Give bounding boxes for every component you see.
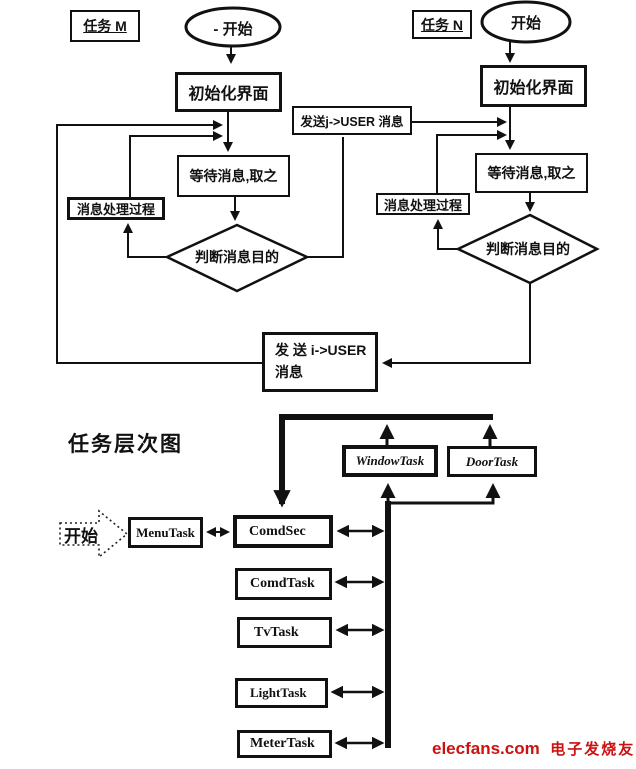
metertask-box: MeterTask — [237, 730, 332, 758]
task-n-label-text: 任务 N — [421, 16, 463, 33]
task-m-start-text: - 开始 — [213, 20, 253, 38]
task-m-wait-box: 等待消息,取之 — [177, 155, 290, 197]
send-i-user-box: 发 送 i->USER 消息 — [262, 332, 378, 392]
send-i-line1: 发 送 i->USER — [275, 342, 367, 359]
hierarchy-title: 任务层次图 — [68, 433, 183, 456]
task-m-label: 任务 M — [70, 10, 140, 42]
task-n-wait-box: 等待消息,取之 — [475, 153, 588, 193]
task-n-start-text: 开始 — [510, 14, 541, 32]
watermark: elecfans.com 电子发烧友 — [432, 738, 635, 759]
lighttask-box: LightTask — [235, 678, 328, 708]
doortask-box: DoorTask — [447, 446, 537, 477]
watermark-cn: 电子发烧友 — [550, 741, 636, 758]
task-n-init-box: 初始化界面 — [480, 65, 587, 107]
start-ellipse-n — [480, 0, 572, 44]
task-n-process-box: 消息处理过程 — [376, 193, 470, 215]
hierarchy-start-text: 开始 — [64, 526, 98, 546]
task-n-label: 任务 N — [412, 10, 472, 39]
task-m-label-text: 任务 M — [83, 18, 127, 34]
tvtask-box: TvTask — [237, 617, 332, 648]
comdtask-box: ComdTask — [235, 568, 332, 600]
task-m-process-box: 消息处理过程 — [67, 197, 165, 220]
menutask-box: MenuTask — [128, 517, 203, 548]
start-ellipse-m — [184, 6, 282, 48]
comdsec-box: ComdSec — [233, 515, 333, 548]
judge-diamond-m — [164, 223, 310, 293]
send-i-line2: 消息 — [275, 364, 303, 380]
watermark-brand: elecfans.com — [432, 739, 540, 758]
task-m-init-box: 初始化界面 — [175, 72, 282, 112]
windowtask-box: WindowTask — [342, 445, 438, 477]
send-j-user-box: 发送j->USER 消息 — [292, 106, 412, 135]
task-m-judge-text: 判断消息目的 — [195, 249, 279, 265]
task-n-judge-text: 判断消息目的 — [486, 241, 570, 257]
start-arrow-outline — [59, 509, 129, 559]
